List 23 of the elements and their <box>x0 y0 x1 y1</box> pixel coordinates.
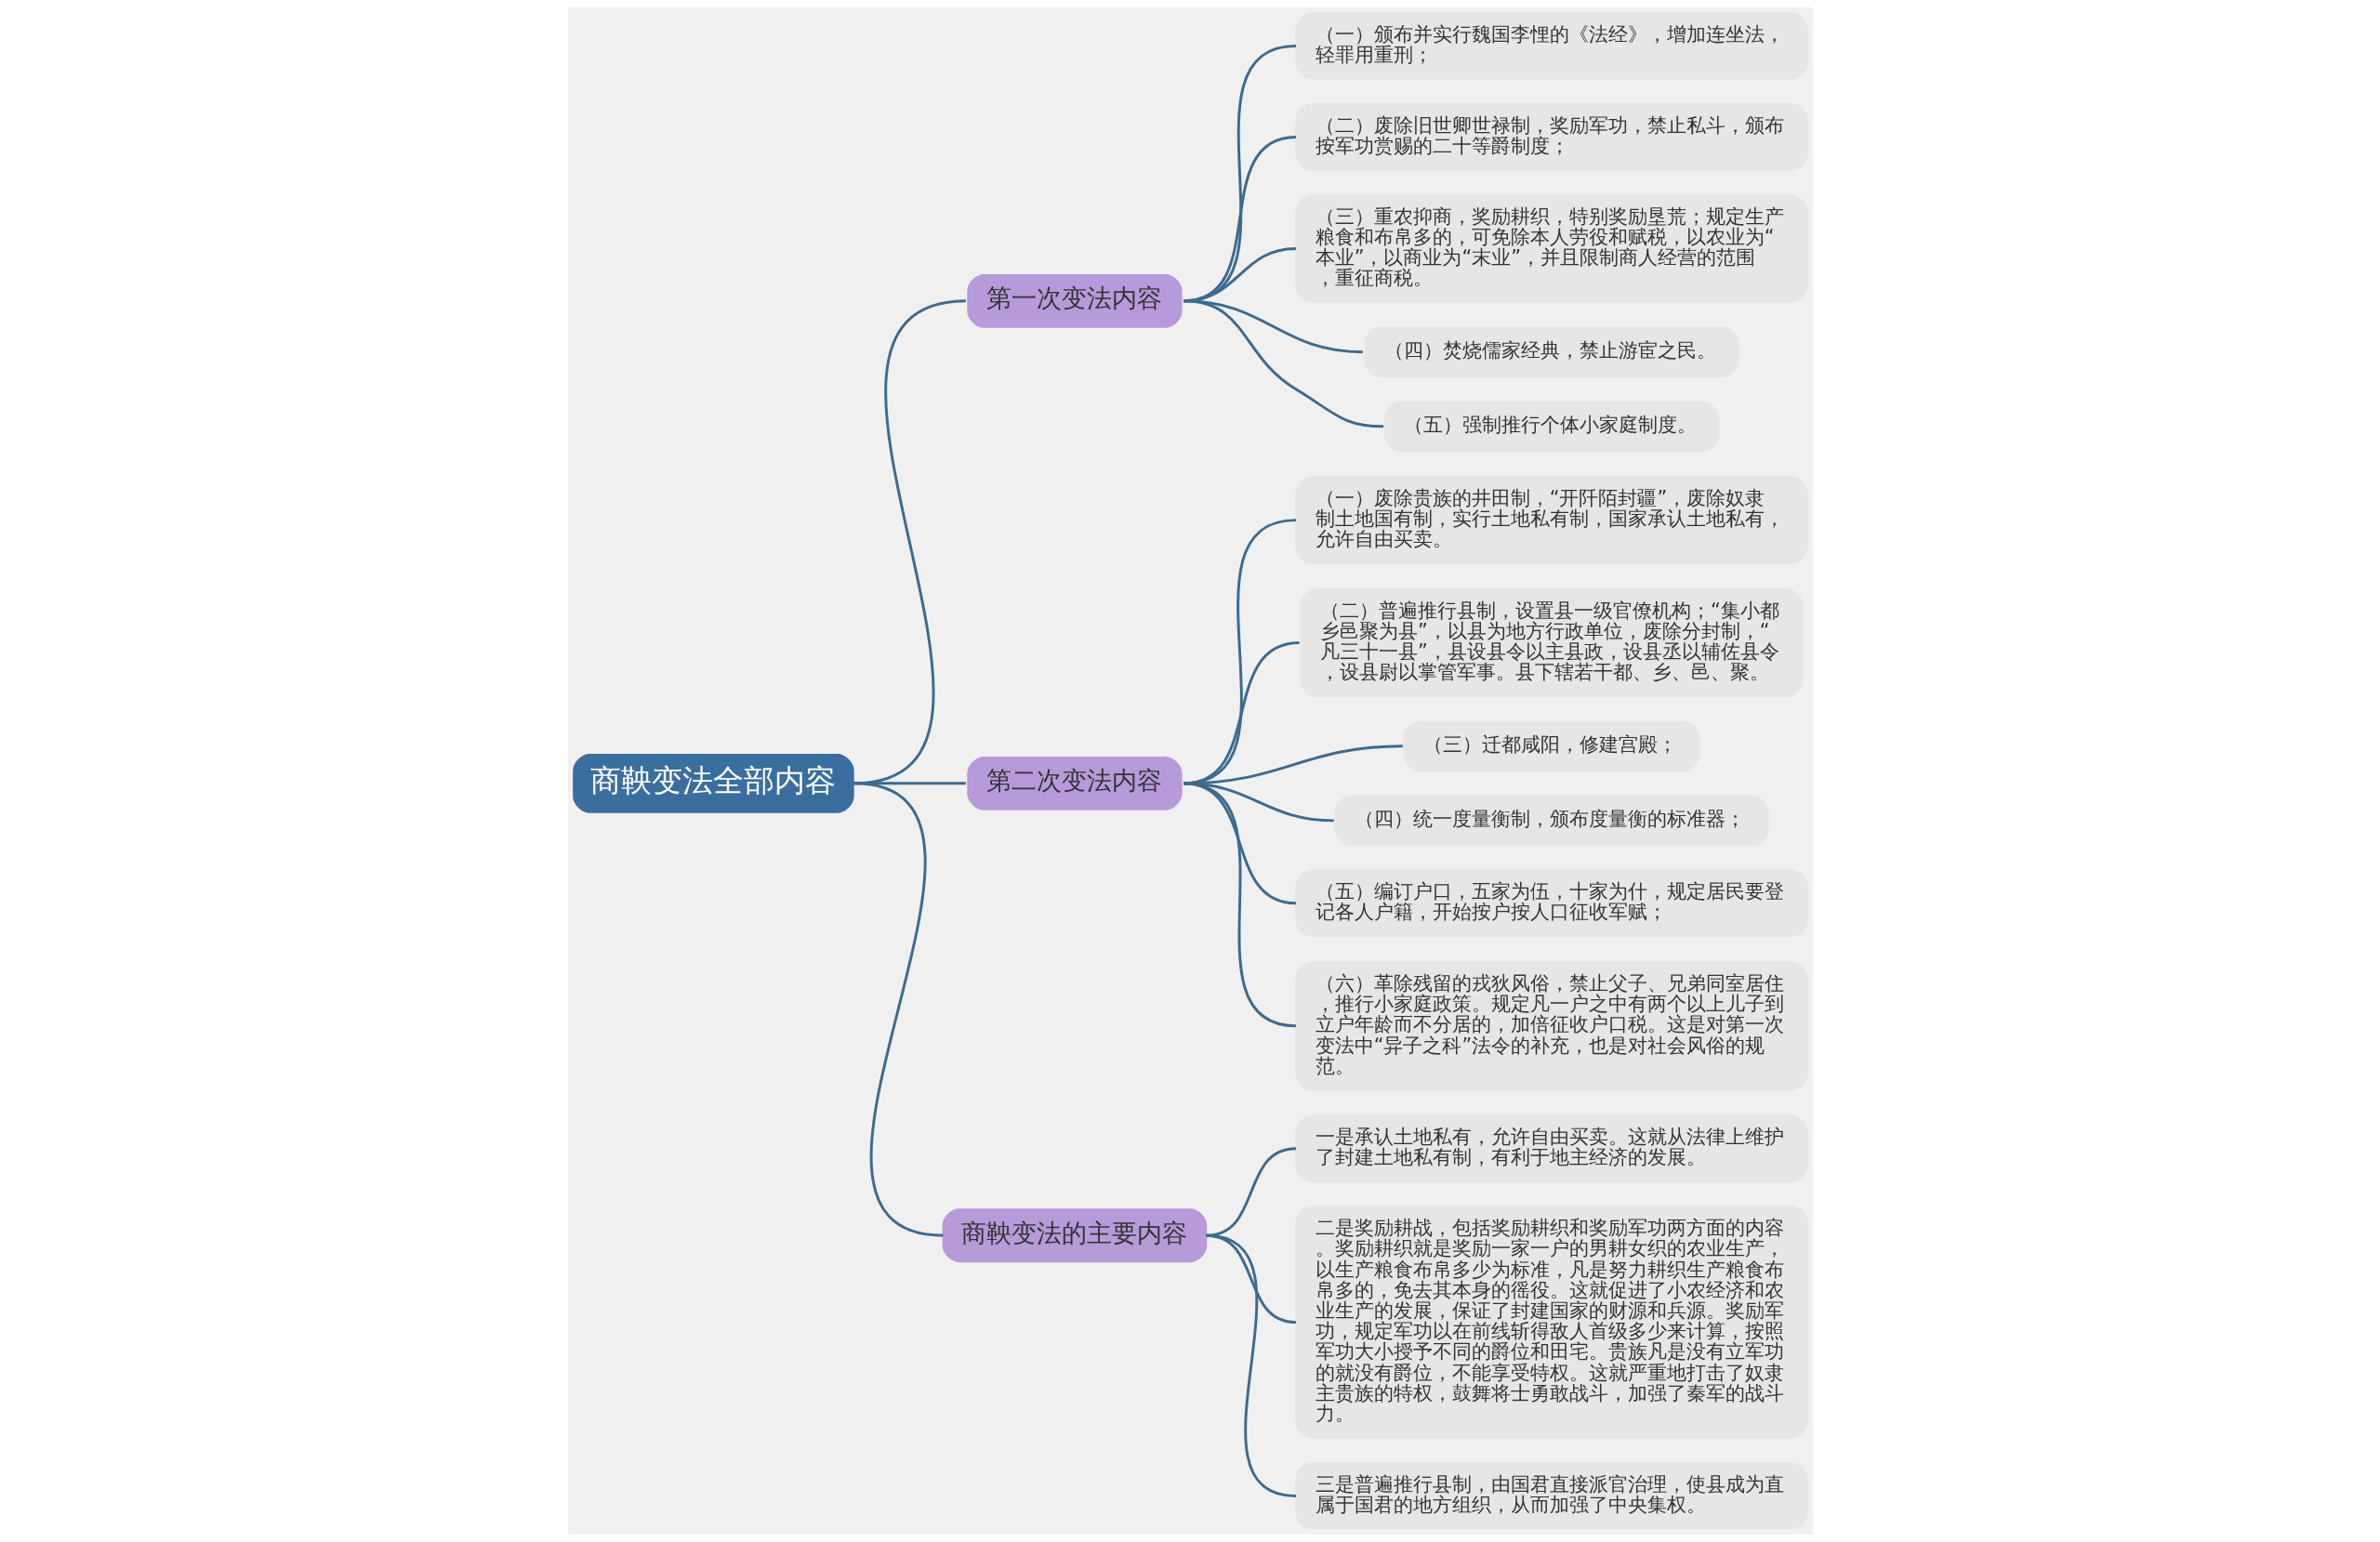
node-box: （二）普遍推行县制，设置县一级官僚机构；“集小都乡邑聚为县”，以县为地方行政单位，废除分封制，“凡三十一县”，县设县令以主县政，设县丞以辅佐县令，设县尉以掌管军事。县下辖若干都、乡、邑、聚。 <box>1299 588 1804 698</box>
node-box: （三）重农抑商，奖励耕织，特别奖励垦荒；规定生产粮食和布帛多的，可免除本人劳役和赋税，以农业为“本业”，以商业为“末业”，并且限制商人经营的范围，重征商税。 <box>1294 193 1808 304</box>
node-box: （三）迁都咸阳，修建宫殿； <box>1403 720 1699 772</box>
node-box: （六）革除残留的戎狄风俗，禁止父子、兄弟同室居住，推行小家庭政策。规定凡一户之中有两个以上儿子到立户年龄而不分居的，加倍征收户口税。这是对第一次变法中“异子之科”法令的补充，也是对社会风俗的规范。 <box>1294 961 1808 1091</box>
connector <box>1183 782 1296 905</box>
node-box: （一）废除贵族的井田制，“开阡陌封疆”，废除奴隶制土地国有制，实行土地私有制，国家承认土地私有，允许自由买卖。 <box>1294 476 1808 565</box>
node-box: （五）强制推行个体小家庭制度。 <box>1383 401 1719 453</box>
node-box: 三是普遍推行县制，由国君直接派官治理，使县成为直属于国君的地方组织，从而加强了中央集权。 <box>1294 1462 1808 1530</box>
connector <box>1205 1233 1296 1497</box>
node-box: 一是承认土地私有，允许自由买卖。这就从法律上维护了封建土地私有制，有利于地主经济的发展。 <box>1294 1114 1808 1183</box>
node-box: （四）统一度量衡制，颁布度量衡的标准器； <box>1333 795 1769 847</box>
node-box: 商鞅变法的主要内容 <box>942 1208 1207 1263</box>
connector <box>1183 299 1383 428</box>
node-box: 第一次变法内容 <box>966 273 1183 328</box>
node-box: 第二次变法内容 <box>966 756 1183 811</box>
node-box: （四）焚烧儒家经典，禁止游宦之民。 <box>1363 326 1739 378</box>
node-box: （五）编订户口，五家为伍，十家为什，规定居民要登记各人户籍，开始按户按人口征收军赋； <box>1294 869 1808 938</box>
node-box: （二）废除旧世卿世禄制，奖励军功，禁止私斗，颁布按军功赏赐的二十等爵制度； <box>1294 103 1808 171</box>
node-box: 商鞅变法全部内容 <box>572 753 854 813</box>
node-box: （一）颁布并实行魏国李悝的《法经》，增加连坐法，轻罪用重刑； <box>1294 12 1808 80</box>
connector <box>853 782 944 1237</box>
connector <box>1183 782 1296 1028</box>
node-box: 二是奖励耕战，包括奖励耕织和奖励军功两方面的内容。奖励耕织就是奖励一家一户的男耕女织的农业生产，以生产粮食布帛多少为标准，凡是努力耕织生产粮食布帛多的，免去其本身的徭役。这就促进了小农经济和农业生产的发展，保证了封建国家的财源和兵源。奖励军功，规定军功以在前线斩得敌人首级多少来计算，按照军功大小授予不同的爵位和田宅。贵族凡是没有立军功的就没有爵位，不能享受特权。这就严重地打击了奴隶主贵族的特权，鼓舞将士勇敢战斗，加强了秦军的战斗力。 <box>1294 1206 1808 1439</box>
